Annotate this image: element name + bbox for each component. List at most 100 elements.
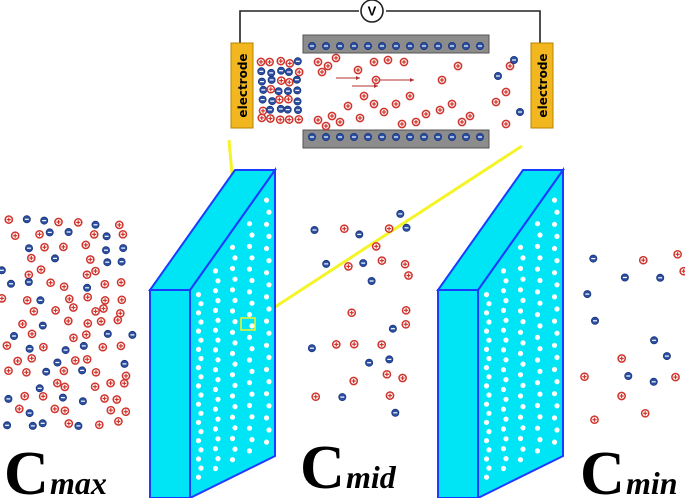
pore [537,323,543,329]
pore [195,346,202,352]
cation-ion [349,339,359,349]
anion-ion [42,367,51,376]
cation-ion [313,57,323,67]
cation-ion [369,99,379,109]
pore [263,245,270,252]
pore [212,386,219,393]
pore [212,347,219,353]
pore [483,474,490,480]
cation-ion [311,392,321,402]
cation-ion [52,378,62,388]
cation-ion [359,91,369,101]
cation-ion [401,319,411,329]
pore [503,337,509,343]
label-cmid-main: C [300,434,345,498]
pore [537,232,543,238]
anion-ion [391,408,400,417]
pore [266,282,272,288]
cation-ion [22,295,32,305]
anion-ion [50,254,60,263]
cation-ion [14,404,24,414]
pore [195,401,202,407]
cation-ion [294,67,304,77]
pore [263,415,270,421]
anion-ion [6,279,16,288]
pore [486,429,492,435]
pore [486,374,492,380]
pore [198,429,204,435]
pore [520,404,526,410]
cation-ion [317,67,327,77]
pore [198,301,204,307]
pore [483,383,490,389]
anion-ion [267,75,276,85]
zoom-marker [240,317,256,331]
cation-ion [2,341,12,350]
pore [249,232,255,238]
cation-ion [435,105,445,115]
pore [554,209,560,215]
pore [215,416,221,422]
cation-ion [113,315,123,325]
cation-ion [40,242,49,252]
pore [229,265,236,272]
anion-ion [276,104,285,114]
pore [249,414,255,420]
cation-ion [400,259,410,269]
anion-ion [307,132,317,142]
cation-ion [335,117,345,127]
anion-ion [284,67,294,77]
pore [486,355,492,362]
cation-ion [276,76,286,85]
anion-ion [64,227,73,237]
anion-ion [293,97,302,106]
ions-cmin-region [580,249,685,425]
pore [266,354,272,360]
pore [554,379,560,385]
pore [215,298,221,304]
pore [263,197,270,203]
cation-ion [82,354,92,364]
cation-ion [491,97,501,107]
label-cmin-main: C [580,440,625,498]
anion-ion [267,68,276,78]
pore [198,410,204,416]
cation-ion [114,220,124,230]
pore [215,317,221,323]
pore [249,437,255,443]
pore [229,414,236,420]
cation-ion [344,262,353,271]
anion-ion [405,132,415,142]
cation-ion [397,119,407,129]
cation-ion [83,292,93,302]
cation-ion [69,303,78,312]
pore [249,368,255,374]
pore [503,396,509,402]
anion-ion [120,359,129,369]
cation-ion [399,57,409,67]
anion-ion [128,330,137,340]
pore [249,391,255,397]
cation-ion [284,94,293,104]
cation-ion [112,395,122,404]
pore [198,337,204,343]
pore [266,258,272,264]
cation-ion [276,56,286,66]
cation-ion [51,306,60,315]
anion-ion [103,329,113,339]
cation-ion [383,55,393,65]
pore [534,334,541,340]
anion-ion [391,132,401,142]
pore [551,294,558,300]
pore [554,233,560,239]
label-cmin: C min [580,440,678,498]
pore [246,312,253,318]
pore [212,406,219,412]
pore [195,456,202,462]
cation-ion [35,229,44,239]
cation-ion [405,91,415,101]
pore [483,292,490,298]
pore [500,386,507,393]
cation-ion [59,242,68,252]
